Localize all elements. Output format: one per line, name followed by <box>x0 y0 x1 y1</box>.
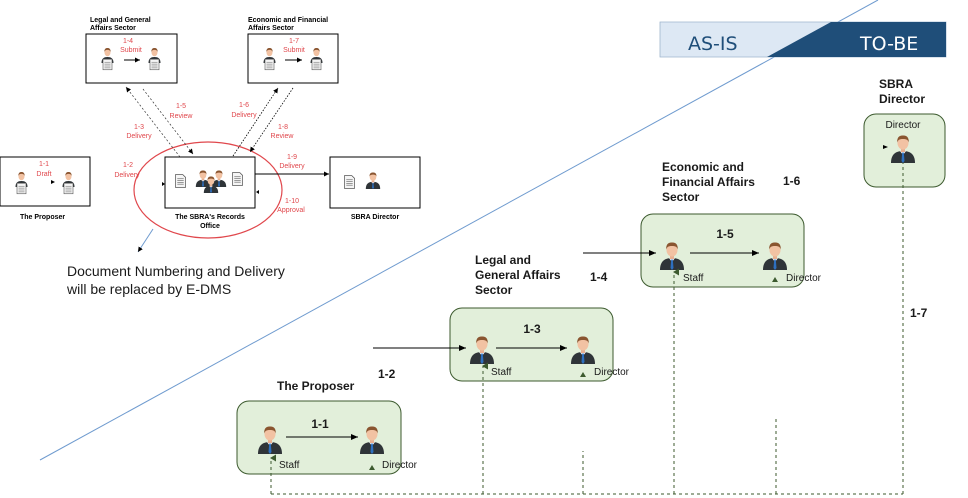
flow-action: Review <box>271 133 295 140</box>
flow-step: 1-6 <box>239 102 249 109</box>
records-office-highlight <box>133 141 283 239</box>
triangle-marker <box>580 372 586 377</box>
flow-arrow <box>249 87 294 153</box>
staff-role-label: Staff <box>683 273 704 284</box>
flow-action: Approval <box>277 207 305 214</box>
legal-sector-title-line1: Legal and General <box>90 17 151 24</box>
note-pointer-arrow <box>137 228 154 253</box>
document-icon <box>232 172 243 186</box>
edms-note-line1: Document Numbering and Delivery <box>67 263 285 279</box>
sbra-director-title-line2: Director <box>879 92 925 106</box>
flow-action: Delivery <box>126 133 152 140</box>
as-is-flows <box>125 86 329 194</box>
incoming-arrow <box>883 145 888 149</box>
flow-arrow <box>256 190 259 194</box>
step-label-1-7: 1-7 <box>910 306 928 320</box>
draft-arrow <box>51 180 55 184</box>
flow-step: 1-10 <box>285 198 299 205</box>
triangle-marker <box>369 465 375 470</box>
legal-sector-box <box>85 33 178 84</box>
flow-arrow <box>142 88 194 155</box>
flow-arrow <box>232 87 279 157</box>
flow-action: Delivery <box>114 172 140 179</box>
document-icon <box>175 174 186 188</box>
legal-title-line3: Sector <box>475 283 513 297</box>
as-is-economic-sector: Economic and Financial Affairs Sector 1-… <box>247 17 339 84</box>
legal-sector-lane <box>449 307 614 382</box>
economic-sector-box <box>247 33 339 84</box>
records-office-title-line1: The SBRA's Records <box>175 214 245 221</box>
director-role-label: Director <box>786 273 822 284</box>
step-label-1-4: 1-4 <box>590 270 608 284</box>
to-be-economic-sector: Economic and Financial Affairs Sector 1-… <box>583 160 822 288</box>
economic-title-line2: Financial Affairs <box>662 175 755 189</box>
as-is-proposer: 1-1 Draft The Proposer <box>0 156 91 221</box>
staff-role-label: Staff <box>491 367 512 378</box>
flow-arrow <box>162 182 165 186</box>
as-is-records-office: The SBRA's Records Office <box>133 141 283 239</box>
as-is-legal-sector: Legal and General Affairs Sector 1-4 Sub… <box>85 17 178 84</box>
proposer-step-label: 1-1 <box>39 161 49 168</box>
flow-action: Delivery <box>231 112 257 119</box>
edms-note-line2: will be replaced by E-DMS <box>66 281 231 297</box>
as-is-to-be-banner: AS-IS TO-BE <box>659 21 947 58</box>
as-is-to-be-divider <box>39 0 879 461</box>
flow-step: 1-3 <box>134 124 144 131</box>
legal-action-label: Submit <box>120 47 142 54</box>
legal-title-line1: Legal and <box>475 253 531 267</box>
as-is-flow-labels: 1-2 Delivery 1-3 Delivery 1-5 Review 1-6… <box>114 102 305 214</box>
legal-inner-step: 1-3 <box>523 322 541 336</box>
step-label-1-6: 1-6 <box>783 174 801 188</box>
document-icon <box>344 175 355 189</box>
proposer-inner-step: 1-1 <box>311 417 329 431</box>
flow-step: 1-5 <box>176 103 186 110</box>
to-be-label: TO-BE <box>859 33 918 55</box>
staff-role-label: Staff <box>279 460 300 471</box>
economic-title-line3: Sector <box>662 190 700 204</box>
to-be-proposer: The Proposer 1-1 Staff Director <box>236 379 418 475</box>
step-label-1-2: 1-2 <box>378 367 396 381</box>
triangle-marker <box>772 277 778 282</box>
economic-title-line1: Economic and <box>662 160 744 174</box>
as-is-diagram: Legal and General Affairs Sector 1-4 Sub… <box>0 17 421 297</box>
records-office-title-line2: Office <box>200 223 220 230</box>
flow-action: Delivery <box>279 163 305 170</box>
flow-step: 1-2 <box>123 162 133 169</box>
legal-sector-title-line2: Affairs Sector <box>90 25 136 32</box>
to-be-region <box>767 22 946 57</box>
legal-title-line2: General Affairs <box>475 268 561 282</box>
economic-step-label: 1-7 <box>289 38 299 45</box>
economic-inner-step: 1-5 <box>716 227 734 241</box>
director-role-label: Director <box>382 460 418 471</box>
to-be-diagram: SBRA Director Director Economic and Fina… <box>236 77 946 495</box>
sbra-director-title: SBRA Director <box>351 214 400 221</box>
return-connectors <box>270 163 904 495</box>
economic-action-label: Submit <box>283 47 305 54</box>
director-role-label: Director <box>594 367 630 378</box>
economic-sector-title-line1: Economic and Financial <box>248 17 328 24</box>
proposer-box <box>0 156 91 207</box>
proposer-action-label: Draft <box>36 171 51 178</box>
sbra-director-role: Director <box>885 120 921 131</box>
to-be-sbra-director: SBRA Director Director <box>863 77 946 188</box>
to-be-legal-sector: Legal and General Affairs Sector 1-3 Sta… <box>373 253 630 382</box>
sbra-director-title-line1: SBRA <box>879 77 913 91</box>
flow-step: 1-8 <box>278 124 288 131</box>
economic-sector-title-line2: Affairs Sector <box>248 25 294 32</box>
as-is-label: AS-IS <box>688 33 738 55</box>
legal-step-label: 1-4 <box>123 38 133 45</box>
flow-action: Review <box>170 113 194 120</box>
proposer-title: The Proposer <box>277 379 355 393</box>
proposer-title: The Proposer <box>20 214 65 221</box>
as-is-sbra-director: SBRA Director <box>329 156 421 221</box>
flow-arrow <box>125 86 181 158</box>
flow-step: 1-9 <box>287 154 297 161</box>
